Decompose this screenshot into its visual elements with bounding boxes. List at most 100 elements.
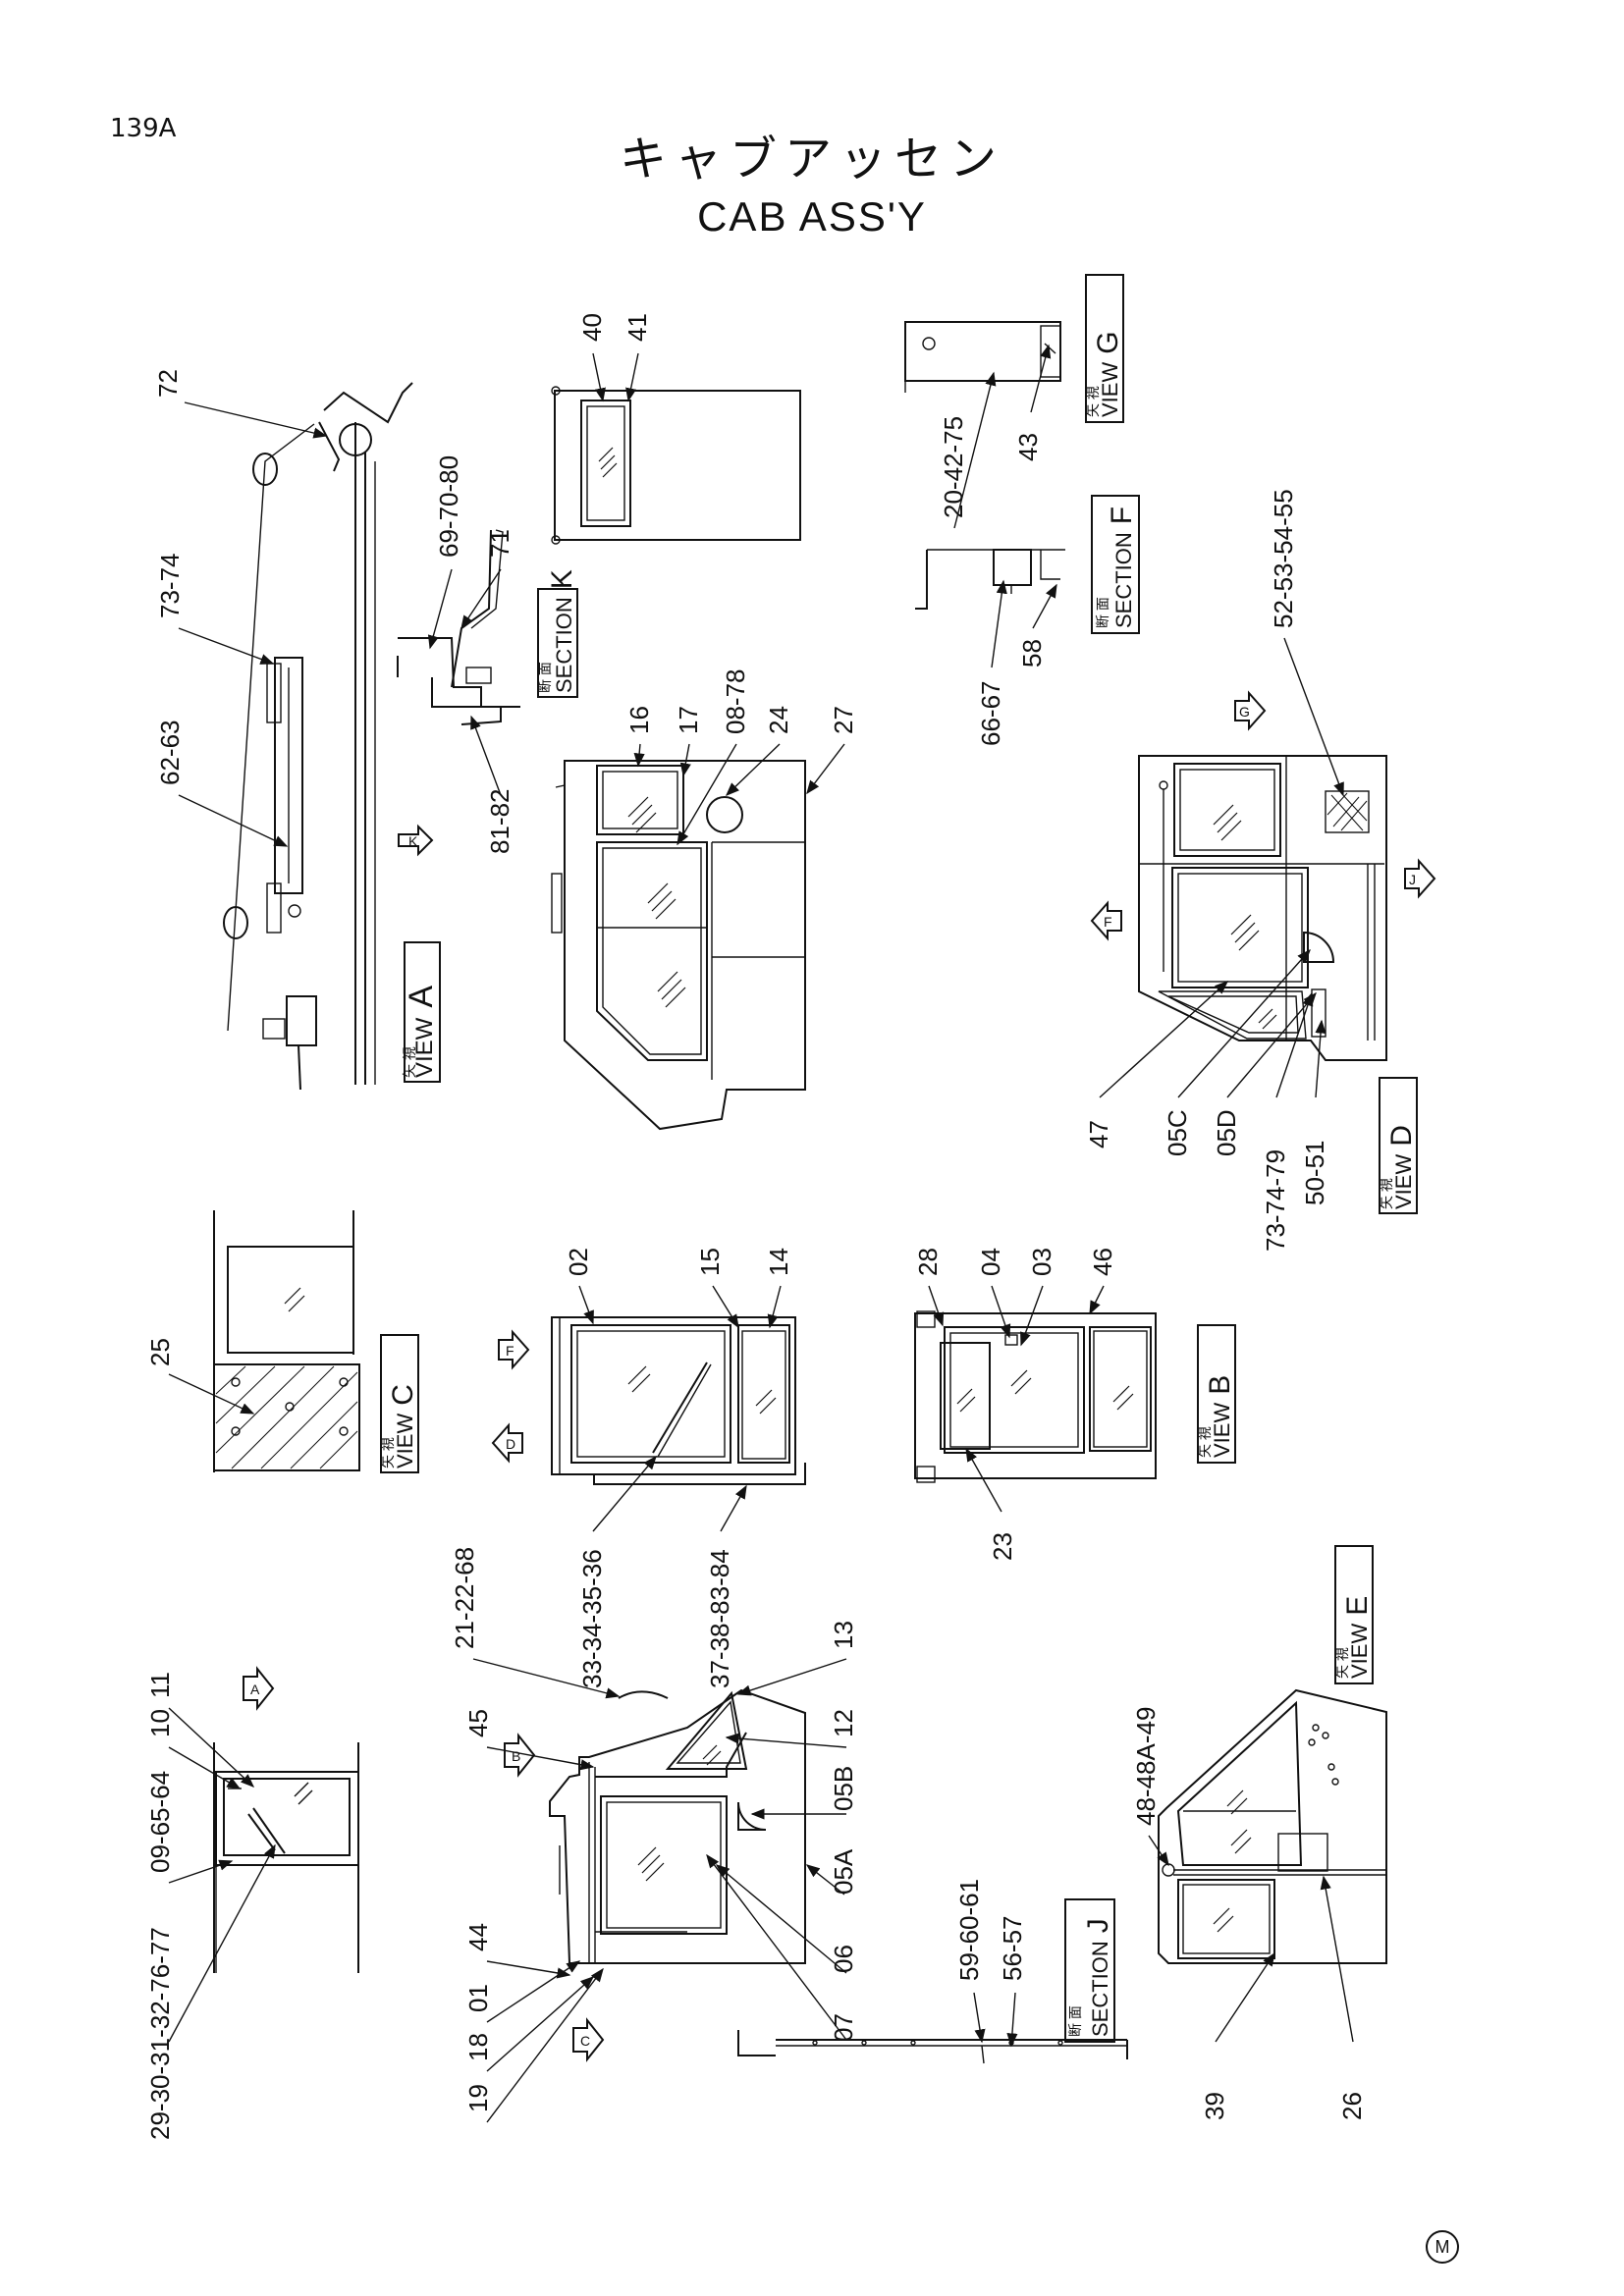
svg-text:断 面: 断 面	[537, 662, 553, 693]
svg-text:F: F	[506, 1343, 514, 1359]
callout-05A: 05A	[829, 1848, 858, 1895]
callout-47: 47	[1084, 1120, 1113, 1148]
title-japanese: キャブアッセン	[619, 132, 1004, 187]
svg-text:矢 視: 矢 視	[380, 1437, 396, 1468]
callout-44: 44	[463, 1923, 493, 1951]
arrow-d: D	[491, 1422, 523, 1464]
svg-text:A: A	[250, 1682, 260, 1697]
title-english: CAB ASS'Y	[697, 193, 927, 240]
callout-labels: 72 69-70-80 71 73-74 62-63 81-82 40 41 1…	[145, 313, 1367, 2140]
svg-text:G: G	[1239, 704, 1250, 720]
callout-04: 04	[976, 1248, 1005, 1276]
callout-19: 19	[463, 2084, 493, 2112]
svg-text:C: C	[580, 2033, 590, 2049]
callout-03: 03	[1027, 1248, 1056, 1276]
arrow-j: J	[1404, 858, 1436, 899]
callout-14: 14	[764, 1248, 793, 1276]
section-f-detail	[915, 549, 1065, 610]
svg-text:断 面: 断 面	[1067, 2005, 1083, 2037]
page-number: 139A	[110, 114, 177, 143]
callout-66-67: 66-67	[976, 681, 1005, 747]
cab-side-view	[551, 760, 806, 1131]
callout-33-34-35-36: 33-34-35-36	[577, 1549, 607, 1688]
svg-text:F: F	[1104, 914, 1112, 930]
callout-26: 26	[1337, 2092, 1367, 2120]
callout-07: 07	[829, 2013, 858, 2042]
callout-20-42-75: 20-42-75	[939, 416, 968, 518]
callout-08-78: 08-78	[721, 669, 750, 735]
callout-71: 71	[485, 529, 514, 558]
view-g-detail	[904, 321, 1061, 393]
section-j-label: SECTIONJ 断 面	[1064, 1898, 1115, 2043]
callout-23: 23	[988, 1532, 1017, 1561]
callout-69-70-80: 69-70-80	[434, 455, 463, 558]
arrow-k: K	[398, 824, 434, 857]
view-d-cab	[1138, 755, 1387, 1061]
callout-59-60-61: 59-60-61	[954, 1879, 984, 1981]
svg-text:VIEWD: VIEWD	[1385, 1125, 1418, 1209]
view-g-label: VIEWG 矢 視	[1085, 274, 1124, 423]
arrow-b: B	[504, 1733, 536, 1778]
callout-10: 10	[145, 1709, 175, 1737]
callout-09-65-64: 09-65-64	[145, 1771, 175, 1873]
view-e-cab	[1158, 1688, 1387, 1964]
cab-rear-detail	[213, 1742, 359, 1973]
svg-text:矢 視: 矢 視	[1085, 386, 1101, 417]
arrow-f: F	[1090, 900, 1122, 941]
callout-28: 28	[913, 1248, 943, 1276]
view-c-hatched-panel	[215, 1365, 358, 1469]
svg-text:矢 視: 矢 視	[402, 1046, 417, 1078]
callout-16: 16	[624, 706, 654, 734]
callout-72: 72	[153, 369, 183, 398]
callout-50-51: 50-51	[1300, 1141, 1329, 1206]
callout-06: 06	[829, 1945, 858, 1973]
arrow-a: A	[243, 1666, 275, 1711]
callout-12: 12	[829, 1709, 858, 1737]
view-c-detail	[213, 1210, 360, 1472]
arrow-g: G	[1234, 690, 1267, 731]
callout-21-22-68: 21-22-68	[450, 1547, 479, 1649]
callout-43: 43	[1013, 433, 1043, 461]
callout-05B: 05B	[829, 1766, 858, 1811]
svg-text:J: J	[1409, 872, 1416, 887]
svg-text:D: D	[506, 1436, 515, 1452]
svg-text:VIEWA: VIEWA	[403, 986, 440, 1078]
section-f-label: SECTIONF 断 面	[1091, 495, 1140, 634]
callout-45: 45	[463, 1709, 493, 1737]
cab-side-main	[549, 1688, 806, 1964]
cab-front-view	[551, 1316, 806, 1485]
callout-73-74-79: 73-74-79	[1261, 1149, 1290, 1252]
callout-62-63: 62-63	[155, 721, 185, 786]
svg-text:K: K	[408, 833, 418, 849]
svg-text:VIEWG: VIEWG	[1092, 331, 1124, 417]
callout-41: 41	[623, 313, 652, 342]
corner-mark: M	[1426, 2230, 1459, 2264]
callout-13: 13	[829, 1621, 858, 1649]
arrow-f-front: F	[498, 1329, 530, 1370]
callout-73-74: 73-74	[155, 554, 185, 619]
callout-48-48A-49: 48-48A-49	[1131, 1707, 1161, 1826]
view-a-detail	[223, 382, 413, 1091]
callout-46: 46	[1088, 1248, 1117, 1276]
callout-81-82: 81-82	[485, 789, 514, 855]
view-d-hatch	[1326, 792, 1368, 831]
svg-text:矢 視: 矢 視	[1334, 1647, 1350, 1679]
view-b-cab	[914, 1310, 1157, 1483]
svg-text:VIEWC: VIEWC	[387, 1384, 419, 1468]
callout-01: 01	[463, 1984, 493, 2012]
callout-39: 39	[1200, 2092, 1229, 2120]
svg-text:VIEWE: VIEWE	[1341, 1596, 1374, 1679]
svg-text:SECTIONJ: SECTIONJ	[1082, 1918, 1114, 2037]
svg-text:SECTIONK: SECTIONK	[546, 569, 578, 693]
view-e-label: VIEWE 矢 視	[1334, 1545, 1374, 1684]
view-c-label: VIEWC 矢 視	[380, 1334, 419, 1473]
callout-40: 40	[577, 313, 607, 342]
view-b-label: VIEWB 矢 視	[1197, 1324, 1236, 1464]
svg-text:SECTIONF: SECTIONF	[1106, 507, 1138, 628]
callout-52-53-54-55: 52-53-54-55	[1269, 489, 1298, 628]
arrow-c: C	[572, 2017, 605, 2062]
callout-24: 24	[764, 706, 793, 734]
callout-05D: 05D	[1212, 1109, 1241, 1156]
view-d-label: VIEWD 矢 視	[1379, 1077, 1418, 1214]
